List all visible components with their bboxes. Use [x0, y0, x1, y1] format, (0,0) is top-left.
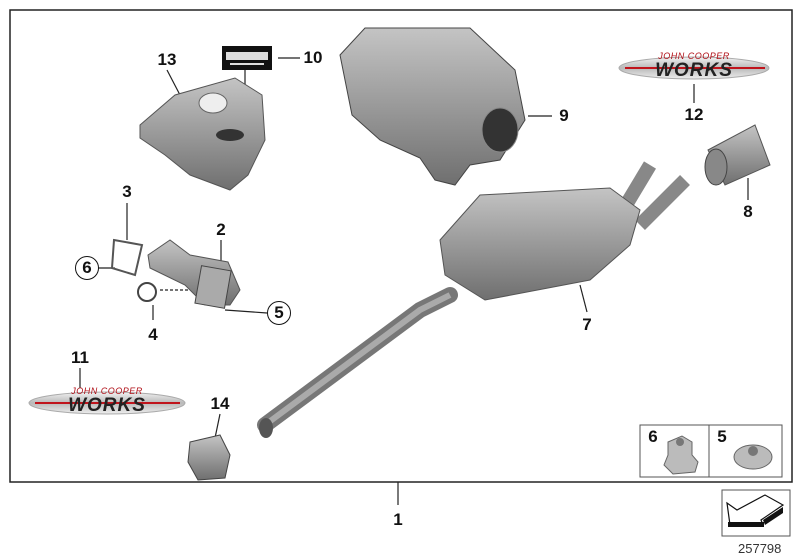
callout-6: 6	[75, 256, 99, 280]
nut-6-icon	[663, 435, 699, 475]
badge-top-text: JOHN COOPER	[71, 386, 143, 396]
callout-3: 3	[122, 182, 132, 201]
callout-14: 14	[210, 394, 230, 413]
callout-13: 13	[157, 50, 177, 69]
callout-2: 2	[216, 220, 226, 239]
callout-8: 8	[743, 202, 753, 221]
gasket-4	[137, 282, 157, 302]
inset-label-5: 5	[717, 427, 727, 446]
jcw-badge-11: JOHN COOPER WORKS	[68, 386, 146, 416]
engine-cover-13	[139, 77, 266, 191]
badge-top-text: JOHN COOPER	[658, 51, 730, 61]
callout-12: 12	[684, 105, 704, 124]
callout-1: 1	[393, 510, 403, 529]
callout-4: 4	[148, 325, 158, 344]
jcw-badge-12: JOHN COOPER WORKS	[655, 51, 733, 81]
nut-5-icon	[733, 444, 773, 470]
callout-9: 9	[559, 106, 569, 125]
air-filter-9	[339, 27, 526, 186]
callout-11: 11	[71, 348, 89, 367]
gasket-3	[110, 238, 144, 277]
callout-5: 5	[267, 301, 291, 325]
badge-main-text: WORKS	[655, 60, 733, 81]
callout-7: 7	[582, 315, 592, 334]
callout-10: 10	[303, 48, 323, 67]
inset-label-6: 6	[648, 427, 658, 446]
frame	[9, 9, 793, 483]
orientation-arrow-icon	[726, 494, 785, 527]
clamp-14	[187, 434, 231, 481]
badge-main-text: WORKS	[68, 395, 146, 416]
reference-number: 257798	[738, 541, 782, 556]
exhaust-muffler-7	[257, 161, 690, 438]
